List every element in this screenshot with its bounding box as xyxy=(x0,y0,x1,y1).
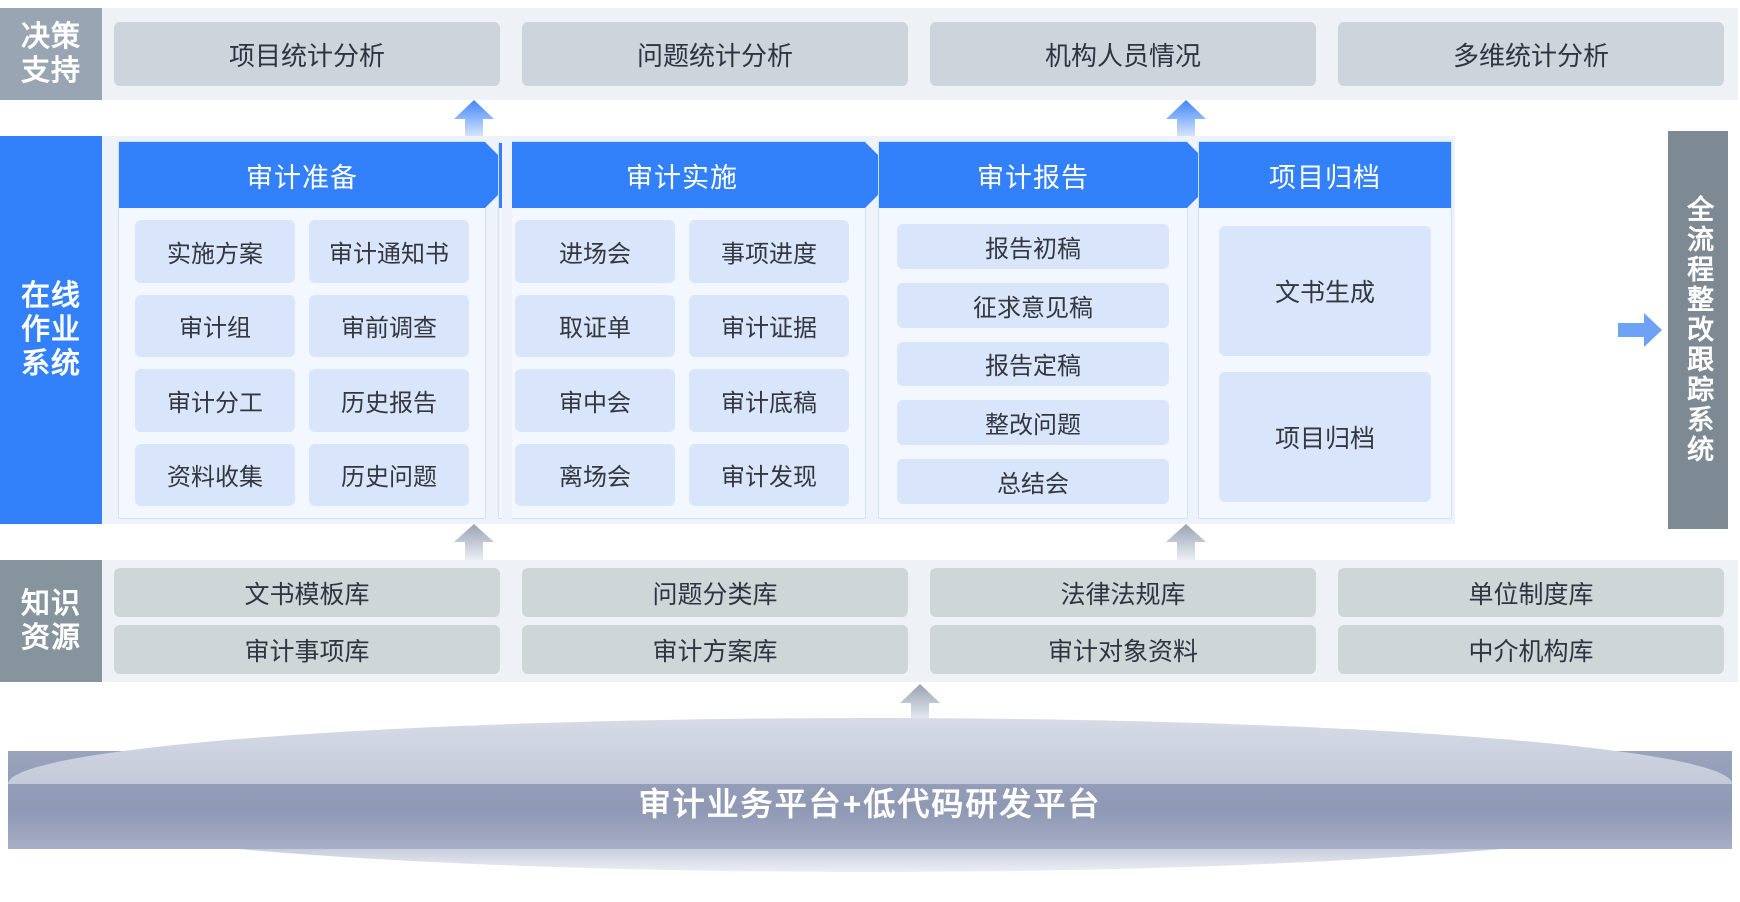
stage-tile[interactable]: 进场会 xyxy=(515,220,675,283)
stage-title: 审计实施 xyxy=(626,162,738,193)
knowledge-card[interactable]: 审计方案库 xyxy=(522,625,908,674)
stage-body: 报告初稿 征求意见稿 报告定稿 整改问题 总结会 xyxy=(879,208,1187,520)
stage-tile[interactable]: 审计发现 xyxy=(689,443,849,506)
stage-title: 审计报告 xyxy=(977,162,1089,193)
decision-card[interactable]: 项目统计分析 xyxy=(114,22,500,86)
stage-tile[interactable]: 审计组 xyxy=(135,294,295,357)
stage-title: 项目归档 xyxy=(1269,162,1381,193)
stage-tile[interactable]: 离场会 xyxy=(515,443,675,506)
stage-column-archive: 项目归档 文书生成 项目归档 xyxy=(1198,141,1452,519)
stage-tile[interactable]: 审计底稿 xyxy=(689,369,849,432)
arrow-up-blue-icon xyxy=(1166,100,1206,140)
knowledge-resource-label: 知识资源 xyxy=(0,560,102,682)
decision-support-label: 决策支持 xyxy=(0,8,102,100)
decision-support-cards: 项目统计分析 问题统计分析 机构人员情况 多维统计分析 xyxy=(114,22,1724,86)
stage-tile[interactable]: 实施方案 xyxy=(135,220,295,283)
platform-cylinder: 审计业务平台+低代码研发平台 xyxy=(8,718,1732,894)
audit-stage-flow: 审计准备 实施方案 审计组 审计分工 资料收集 审计通知书 审前调查 历史报告 … xyxy=(118,141,1452,519)
online-operation-label-text: 在线作业系统 xyxy=(20,279,81,381)
stage-tile[interactable]: 报告定稿 xyxy=(897,341,1169,387)
arrow-up-gray-icon xyxy=(900,684,940,724)
decision-card[interactable]: 问题统计分析 xyxy=(522,22,908,86)
online-operation-label: 在线作业系统 xyxy=(0,136,102,524)
stage-tile-column: 进场会 取证单 审中会 离场会 xyxy=(515,220,675,506)
connector-chevron-icon xyxy=(482,141,512,519)
knowledge-card[interactable]: 问题分类库 xyxy=(522,568,908,617)
stage-tile[interactable]: 审计证据 xyxy=(689,294,849,357)
tracking-system-label: 全流程整改跟踪系统 xyxy=(1683,195,1714,465)
stage-tile[interactable]: 文书生成 xyxy=(1219,226,1431,356)
stage-tile[interactable]: 项目归档 xyxy=(1219,372,1431,502)
stage-tile[interactable]: 报告初稿 xyxy=(897,224,1169,269)
stage-tile[interactable]: 取证单 xyxy=(515,294,675,357)
stage-body: 文书生成 项目归档 xyxy=(1199,208,1451,520)
stage-tile[interactable]: 审前调查 xyxy=(309,294,469,357)
stage-tile[interactable]: 历史问题 xyxy=(309,443,469,506)
decision-card[interactable]: 机构人员情况 xyxy=(930,22,1316,86)
stage-column-prepare: 审计准备 实施方案 审计组 审计分工 资料收集 审计通知书 审前调查 历史报告 … xyxy=(118,141,518,520)
arrow-right-icon xyxy=(1618,313,1662,347)
stage-tile-column: 实施方案 审计组 审计分工 资料收集 xyxy=(135,220,295,506)
stage-tile[interactable]: 资料收集 xyxy=(135,443,295,506)
stage-body: 进场会 取证单 审中会 离场会 事项进度 审计证据 审计底稿 审计发现 xyxy=(499,208,865,520)
stage-tile[interactable]: 征求意见稿 xyxy=(897,282,1169,328)
tracking-system-bar: 全流程整改跟踪系统 xyxy=(1668,131,1728,529)
knowledge-card[interactable]: 单位制度库 xyxy=(1338,568,1724,617)
stage-tile[interactable]: 审计分工 xyxy=(135,369,295,432)
stage-tile[interactable]: 整改问题 xyxy=(897,400,1169,446)
stage-title: 审计准备 xyxy=(246,162,358,193)
decision-support-label-text: 决策支持 xyxy=(20,20,81,87)
stage-tile-column: 审计通知书 审前调查 历史报告 历史问题 xyxy=(309,220,469,506)
stage-tile-column: 事项进度 审计证据 审计底稿 审计发现 xyxy=(689,220,849,506)
stage-header: 审计实施 xyxy=(499,142,898,208)
knowledge-row-1: 文书模板库 问题分类库 法律法规库 单位制度库 xyxy=(114,568,1724,617)
arrow-up-blue-icon xyxy=(454,100,494,140)
knowledge-card[interactable]: 审计对象资料 xyxy=(930,625,1316,674)
arrow-up-gray-icon xyxy=(454,524,494,562)
knowledge-resource-label-text: 知识资源 xyxy=(20,587,81,654)
stage-column-implement: 审计实施 进场会 取证单 审中会 离场会 事项进度 审计证据 审计底稿 审计发现 xyxy=(498,141,898,520)
arrow-up-gray-icon xyxy=(1166,524,1206,562)
stage-header: 审计报告 xyxy=(879,142,1220,208)
stage-tile[interactable]: 总结会 xyxy=(897,459,1169,504)
stage-column-report: 审计报告 报告初稿 征求意见稿 报告定稿 整改问题 总结会 xyxy=(878,141,1220,520)
knowledge-resource-grid: 文书模板库 问题分类库 法律法规库 单位制度库 审计事项库 审计方案库 审计对象… xyxy=(114,568,1724,674)
knowledge-card[interactable]: 文书模板库 xyxy=(114,568,500,617)
stage-body: 实施方案 审计组 审计分工 资料收集 审计通知书 审前调查 历史报告 历史问题 xyxy=(119,208,485,520)
knowledge-card[interactable]: 法律法规库 xyxy=(930,568,1316,617)
knowledge-card[interactable]: 审计事项库 xyxy=(114,625,500,674)
stage-tile[interactable]: 事项进度 xyxy=(689,220,849,283)
stage-header: 审计准备 xyxy=(119,142,518,208)
stage-tile[interactable]: 审中会 xyxy=(515,369,675,432)
decision-card[interactable]: 多维统计分析 xyxy=(1338,22,1724,86)
knowledge-card[interactable]: 中介机构库 xyxy=(1338,625,1724,674)
stage-tile[interactable]: 历史报告 xyxy=(309,369,469,432)
stage-tile[interactable]: 审计通知书 xyxy=(309,220,469,283)
platform-title: 审计业务平台+低代码研发平台 xyxy=(638,786,1102,822)
stage-header: 项目归档 xyxy=(1199,142,1451,208)
knowledge-row-2: 审计事项库 审计方案库 审计对象资料 中介机构库 xyxy=(114,625,1724,674)
